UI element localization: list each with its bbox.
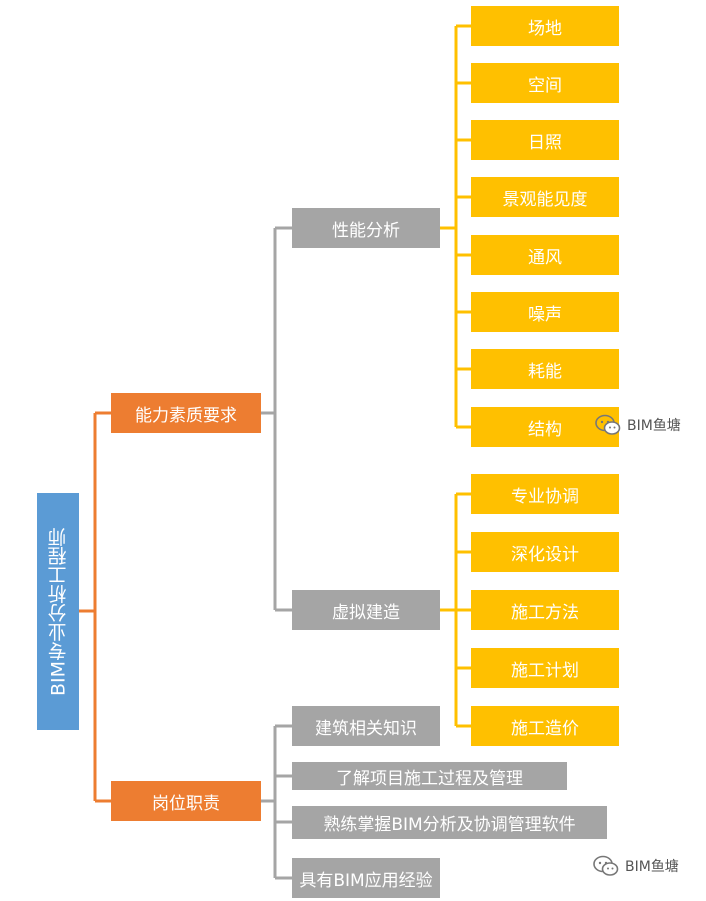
duty-item-label: 了解项目施工过程及管理 <box>336 768 523 789</box>
virtual-item-label: 施工造价 <box>511 718 579 739</box>
performance-item-label: 结构 <box>528 419 562 440</box>
performance-connector <box>440 24 471 429</box>
root-node: BIM专业分析工程师 <box>37 493 79 730</box>
watermark-top: BIM鱼塘 <box>595 414 681 436</box>
performance-item-6: 噪声 <box>471 292 619 332</box>
virtual-label: 虚拟建造 <box>332 602 400 623</box>
duty-item-1: 建筑相关知识 <box>292 706 440 746</box>
virtual-item-1: 专业协调 <box>471 474 619 514</box>
performance-item-2: 空间 <box>471 63 619 103</box>
virtual-connector <box>440 492 471 728</box>
performance-item-7: 耗能 <box>471 349 619 389</box>
virtual-item-5: 施工造价 <box>471 706 619 746</box>
performance-item-label: 场地 <box>528 18 562 39</box>
performance-item-label: 日照 <box>528 132 562 153</box>
performance-item-label: 景观能见度 <box>502 189 588 210</box>
virtual-item-label: 专业协调 <box>511 486 579 507</box>
wechat-icon <box>595 414 621 435</box>
duty-item-label: 建筑相关知识 <box>315 718 417 739</box>
performance-node: 性能分析 <box>292 208 440 248</box>
performance-item-4: 景观能见度 <box>471 177 619 217</box>
virtual-node: 虚拟建造 <box>292 590 440 630</box>
performance-item-3: 日照 <box>471 120 619 160</box>
performance-item-5: 通风 <box>471 235 619 275</box>
virtual-item-label: 施工方法 <box>511 602 579 623</box>
virtual-item-label: 深化设计 <box>511 544 579 565</box>
virtual-item-3: 施工方法 <box>471 590 619 630</box>
performance-item-label: 通风 <box>528 247 562 268</box>
performance-label: 性能分析 <box>332 220 400 241</box>
duty-item-2: 了解项目施工过程及管理 <box>292 762 567 790</box>
root-label: BIM专业分析工程师 <box>47 527 70 696</box>
virtual-item-4: 施工计划 <box>471 648 619 688</box>
duty-item-4: 具有BIM应用经验 <box>292 858 440 898</box>
ability-label: 能力素质要求 <box>135 405 237 426</box>
performance-item-label: 空间 <box>528 75 562 96</box>
watermark-text: BIM鱼塘 <box>625 859 679 875</box>
performance-item-8: 结构 <box>471 407 619 447</box>
virtual-item-label: 施工计划 <box>511 660 579 681</box>
performance-item-label: 噪声 <box>528 304 562 325</box>
duty-node: 岗位职责 <box>111 781 261 821</box>
duty-connector <box>261 724 292 880</box>
duty-label: 岗位职责 <box>152 793 220 814</box>
duty-item-label: 具有BIM应用经验 <box>299 870 433 891</box>
root-connector <box>79 411 111 803</box>
duty-item-label: 熟练掌握BIM分析及协调管理软件 <box>323 815 576 835</box>
performance-item-label: 耗能 <box>528 361 562 382</box>
ability-node: 能力素质要求 <box>111 393 261 433</box>
ability-connector <box>261 226 292 612</box>
duty-item-3: 熟练掌握BIM分析及协调管理软件 <box>292 806 607 839</box>
watermark-text: BIM鱼塘 <box>627 418 681 434</box>
watermark-bottom: BIM鱼塘 <box>593 855 679 877</box>
wechat-icon <box>593 855 619 876</box>
virtual-item-2: 深化设计 <box>471 532 619 572</box>
performance-item-1: 场地 <box>471 6 619 46</box>
